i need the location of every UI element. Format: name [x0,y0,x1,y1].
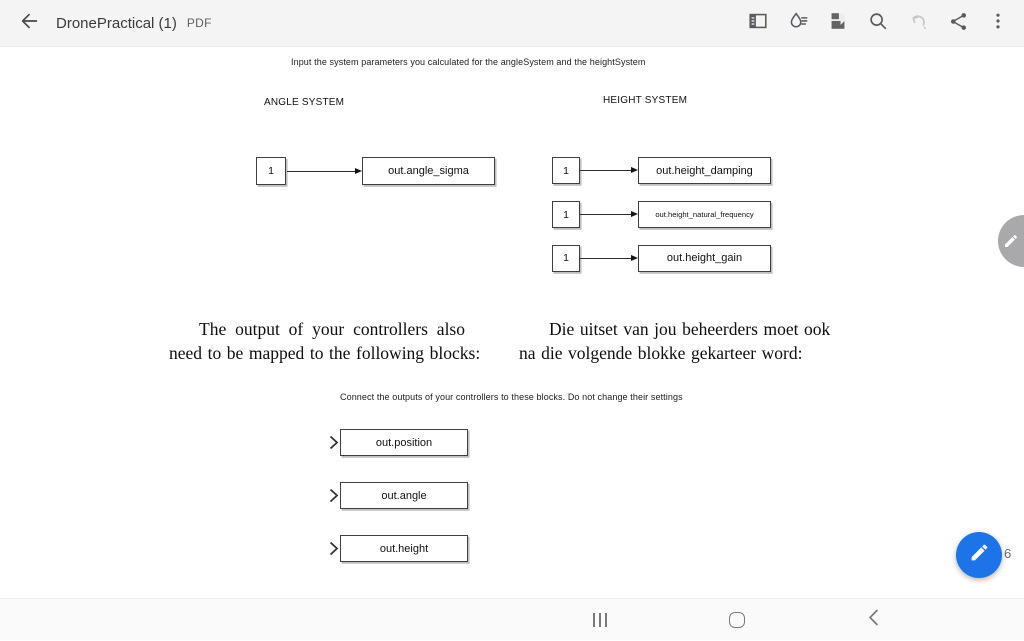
undo-icon [907,10,930,38]
undo-button[interactable] [900,6,936,42]
wire-arrowhead [631,167,638,174]
outport-block-height: out.height [340,535,468,562]
nav-back-button[interactable] [845,599,901,641]
paragraph-afrikaans-line1: Die uitset van jou beheerders moet ook [549,319,831,339]
angle-system-label: ANGLE SYSTEM [264,97,345,108]
pen-icon [1003,233,1019,254]
view-settings-button[interactable] [820,6,856,42]
outport-block-height-damping: out.height_damping [638,157,771,184]
input-port-chevron [329,488,339,508]
home-icon [728,611,746,629]
input-port-chevron [329,541,339,561]
outport-block-height-natural-frequency: out.height_natural_frequency [638,201,771,228]
top-instruction-text: Input the system parameters you calculat… [291,57,646,67]
outport-block-angle: out.angle [340,482,468,509]
paragraph-afrikaans-line2: na die volgende blokke gekarteer word: [519,342,803,363]
wire [580,257,632,259]
pencil-icon [969,542,990,568]
outport-block-angle-sigma: out.angle_sigma [362,157,495,185]
wire [580,170,632,172]
back-arrow-icon [19,10,41,37]
overflow-menu-icon [988,11,1008,36]
wire-arrowhead [355,167,362,174]
constant-block: 1 [552,244,580,272]
pdf-page: Input the system parameters you calculat… [0,47,1024,598]
wire-arrowhead [631,254,638,261]
panel-toggle-button[interactable] [740,6,776,42]
search-button[interactable] [860,6,896,42]
app-toolbar: DronePractical (1) PDF [0,0,1024,47]
paragraph-english-line2: need to be mapped to the following block… [169,342,481,363]
recents-icon [592,613,608,627]
view-settings-icon [827,10,849,37]
back-button[interactable] [12,5,48,41]
share-icon [948,11,969,37]
page-indicator: 6 [1004,546,1012,561]
wire-arrowhead [631,211,638,218]
paragraph-english-line1: The output of your controllers also [199,319,465,339]
document-type-badge: PDF [186,16,212,30]
outport-block-position: out.position [340,429,468,456]
wire [287,170,356,172]
outport-block-height-gain: out.height_gain [638,244,771,272]
android-navigation-bar [0,598,1024,640]
input-port-chevron [329,435,339,455]
constant-block: 1 [552,157,580,184]
wire [580,214,632,216]
bottom-instruction-text: Connect the outputs of your controllers … [340,392,683,402]
constant-block: 1 [552,201,580,228]
edge-annotate-handle[interactable] [998,215,1024,267]
liquid-mode-icon [787,10,810,38]
document-title: DronePractical (1) [56,14,177,32]
search-icon [867,10,889,37]
recents-button[interactable] [572,599,628,641]
share-button[interactable] [940,6,976,42]
liquid-mode-button[interactable] [780,6,816,42]
edit-fab[interactable] [956,532,1002,578]
overflow-menu-button[interactable] [980,6,1016,42]
back-chevron-icon [868,609,879,631]
height-system-label: HEIGHT SYSTEM [603,95,688,106]
constant-block: 1 [256,157,286,185]
panel-toggle-icon [747,10,769,37]
home-button[interactable] [709,599,765,641]
